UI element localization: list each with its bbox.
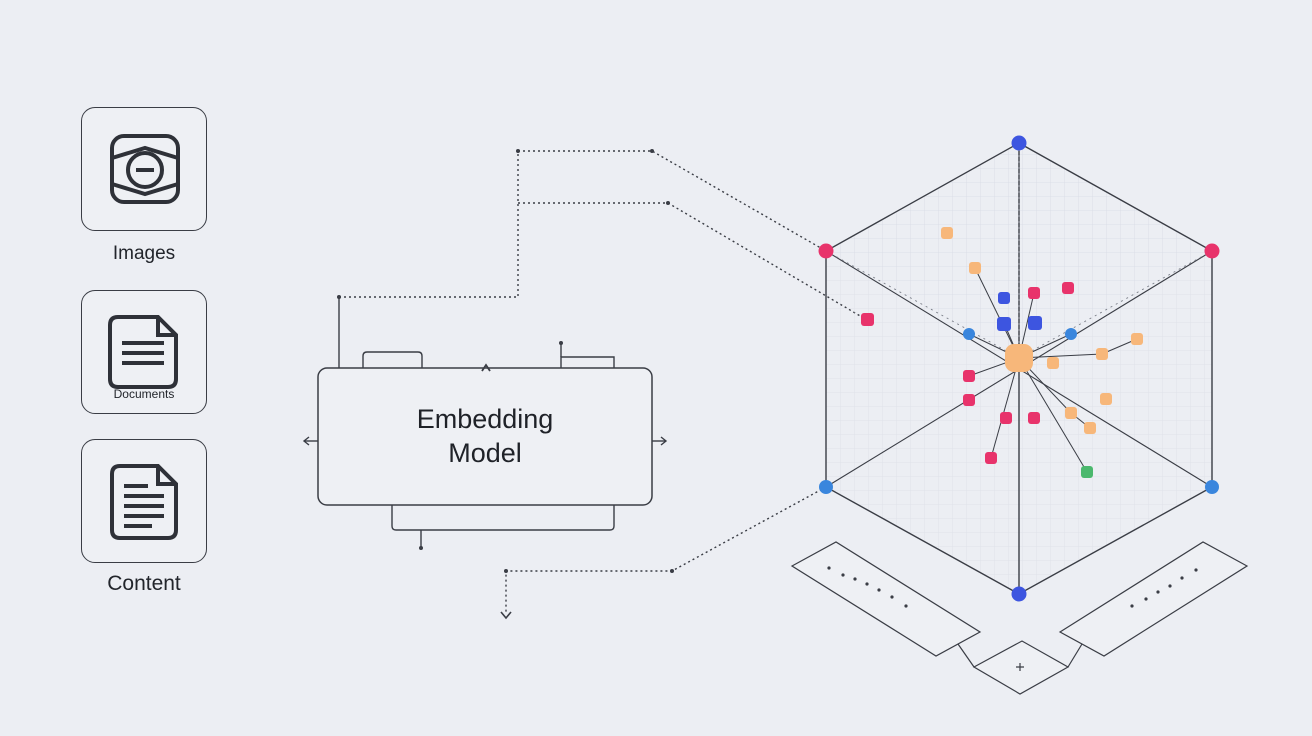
data-point xyxy=(1028,316,1042,330)
vector-space-cube xyxy=(818,135,1220,602)
connector-lower xyxy=(505,486,827,612)
data-point xyxy=(1065,407,1077,419)
down-arrow-icon xyxy=(500,611,512,620)
junction-dot xyxy=(670,569,674,573)
embedding-model-block[interactable] xyxy=(302,297,668,550)
documents-label: Documents xyxy=(113,387,175,401)
content-label: Content xyxy=(107,572,181,595)
images-label: Images xyxy=(112,243,176,264)
junction-dot xyxy=(650,149,654,153)
data-point xyxy=(1100,393,1112,405)
junction-dot xyxy=(666,201,670,205)
up-arrow-icon xyxy=(481,363,491,372)
data-point xyxy=(1062,282,1074,294)
plus-icon xyxy=(1016,663,1024,671)
data-point xyxy=(1084,422,1096,434)
document-icon xyxy=(108,315,178,389)
data-point xyxy=(1081,466,1093,478)
projection-panel-right xyxy=(1058,541,1249,657)
data-point xyxy=(963,394,975,406)
data-point xyxy=(1096,348,1108,360)
data-point xyxy=(963,328,975,340)
data-point xyxy=(941,227,953,239)
corner-node xyxy=(1011,586,1027,602)
corner-node xyxy=(819,480,833,494)
embedding-model-title: Embedding Model xyxy=(416,404,554,468)
data-point xyxy=(1047,357,1059,369)
left-arrow-icon xyxy=(302,436,310,446)
text-file-icon xyxy=(110,464,178,540)
content-tile[interactable] xyxy=(81,439,207,563)
connector-upper xyxy=(339,150,827,298)
right-arrow-icon xyxy=(660,436,668,446)
data-point xyxy=(985,452,997,464)
data-point xyxy=(998,292,1010,304)
data-point xyxy=(969,262,981,274)
data-point xyxy=(861,313,874,326)
center-point xyxy=(1005,344,1033,372)
corner-node xyxy=(818,243,834,259)
images-tile[interactable] xyxy=(81,107,207,231)
model-tab-left xyxy=(362,351,423,368)
data-point xyxy=(1065,328,1077,340)
junction-dot xyxy=(516,149,520,153)
data-point xyxy=(1000,412,1012,424)
connector-middle xyxy=(518,202,868,321)
data-point xyxy=(1028,287,1040,299)
projection-panels xyxy=(790,541,1249,695)
documents-tile[interactable] xyxy=(81,290,207,414)
data-point xyxy=(1131,333,1143,345)
model-tab-right xyxy=(560,356,615,368)
projection-panel-left xyxy=(790,541,982,657)
embedding-points xyxy=(861,227,1143,478)
photo-frame-icon xyxy=(110,134,180,204)
corner-node xyxy=(1205,480,1219,494)
data-point xyxy=(997,317,1011,331)
corner-node xyxy=(1204,243,1220,259)
model-base xyxy=(391,505,615,531)
corner-node xyxy=(1011,135,1027,151)
data-point xyxy=(963,370,975,382)
projection-ticks xyxy=(827,566,1198,608)
data-point xyxy=(1028,412,1040,424)
junction-dot xyxy=(504,569,508,573)
